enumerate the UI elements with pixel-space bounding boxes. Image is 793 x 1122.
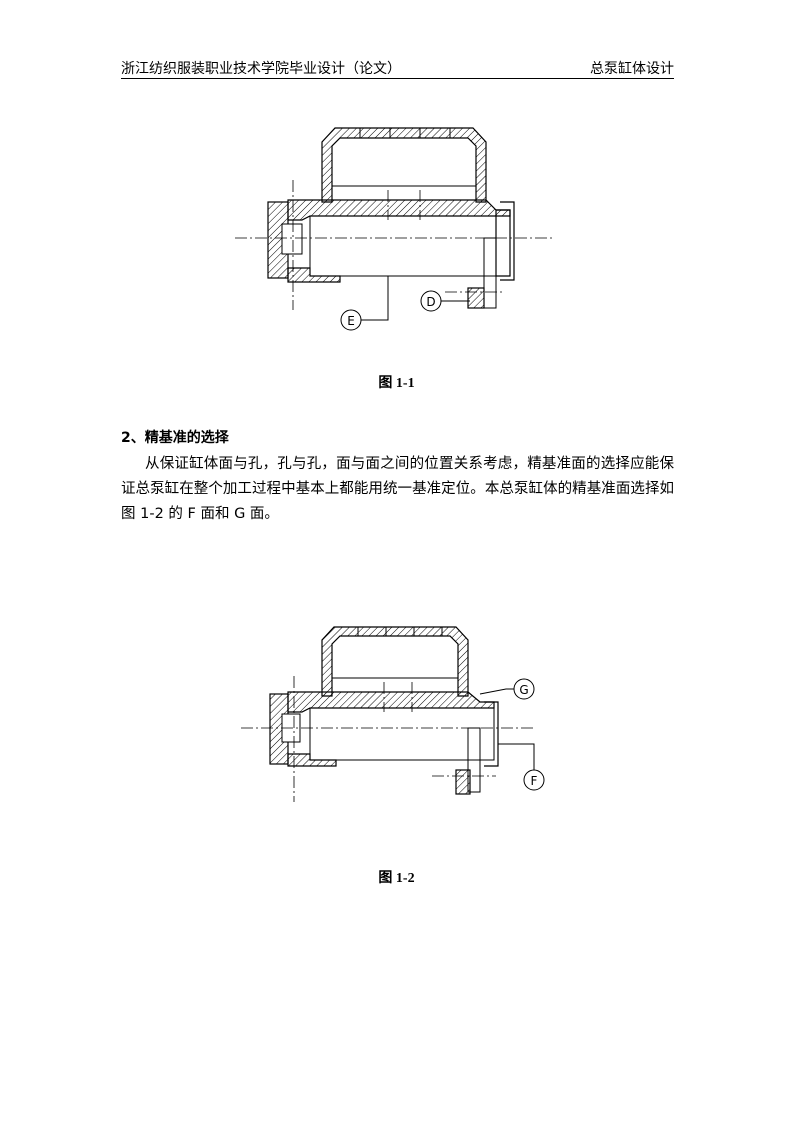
figure-1-2-label-g: G bbox=[519, 683, 528, 697]
figure-1-2-label-f: F bbox=[531, 774, 538, 788]
figure-1-1-label-d: D bbox=[426, 295, 435, 309]
section-heading: 2、精基准的选择 bbox=[121, 430, 229, 446]
figure-1-1-caption: 图 1-1 bbox=[378, 376, 415, 391]
header-doc-title: 总泵缸体设计 bbox=[590, 61, 674, 77]
figure-1-2-drawing: G F bbox=[241, 626, 545, 802]
figure-1-2-caption: 图 1-2 bbox=[378, 871, 415, 886]
section-paragraph: 从保证缸体面与孔，孔与孔，面与面之间的位置关系考虑，精基准面的选择应能保证总泵缸… bbox=[121, 456, 674, 522]
figure-1-1-label-e: E bbox=[347, 314, 355, 328]
page-header: 浙江纺织服装职业技术学院毕业设计（论文） 总泵缸体设计 bbox=[121, 56, 674, 79]
figure-1-1-drawing: E D bbox=[235, 127, 555, 331]
header-school-title: 浙江纺织服装职业技术学院毕业设计（论文） bbox=[121, 61, 401, 77]
